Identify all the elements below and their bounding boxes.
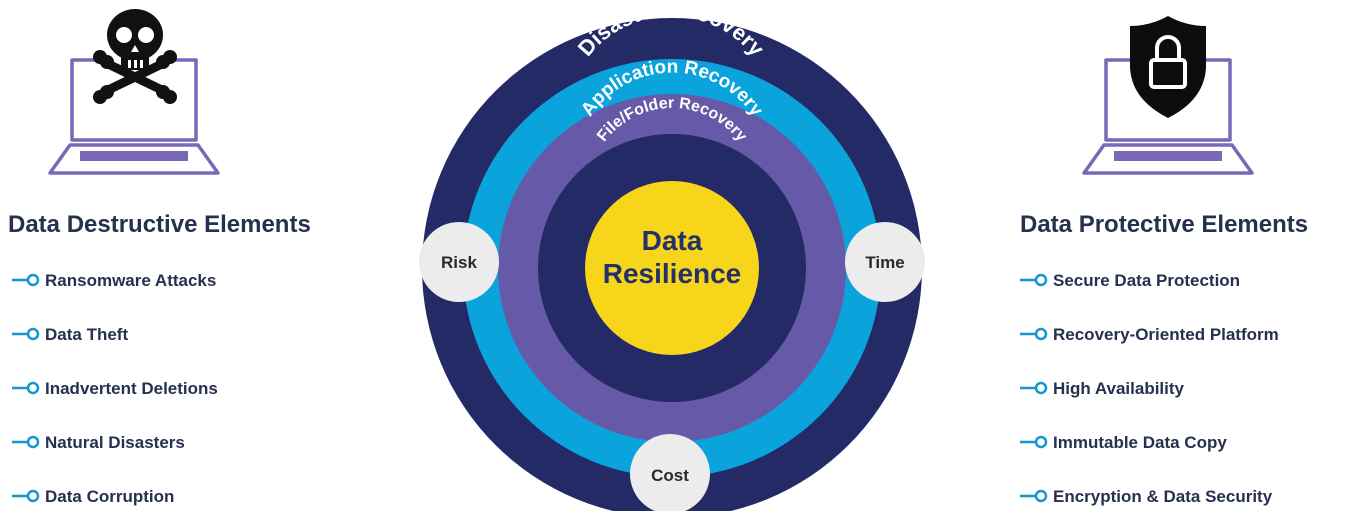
core-circle [585,181,759,355]
protective-item: Recovery-Oriented Platform [1020,325,1279,344]
protective-item: Immutable Data Copy [1020,433,1227,452]
protective-item-label: Encryption & Data Security [1053,487,1273,506]
skull-crossbones-icon [93,9,177,104]
protective-heading: Data Protective Elements [1020,211,1308,238]
destructive-item: Ransomware Attacks [12,271,216,290]
badge-cost: Cost [630,434,710,511]
destructive-item-label: Ransomware Attacks [45,271,216,290]
bullet-circle-icon [26,381,40,395]
core-label-line1: Data [642,225,703,256]
destructive-item: Data Corruption [12,487,174,506]
bullet-circle-icon [1034,273,1048,287]
badge-cost-label: Cost [651,466,689,485]
protective-item-label: High Availability [1053,379,1185,398]
bullet-circle-icon [1034,435,1048,449]
bullet-circle-icon [1034,489,1048,503]
protective-item: Secure Data Protection [1020,271,1240,290]
badge-time-label: Time [865,253,904,272]
destructive-item-label: Data Corruption [45,487,174,506]
protective-item: High Availability [1020,379,1185,398]
bullet-circle-icon [1034,381,1048,395]
badge-risk-label: Risk [441,253,477,272]
destructive-item-label: Data Theft [45,325,128,344]
destructive-item: Data Theft [12,325,128,344]
bullet-circle-icon [26,489,40,503]
protective-list: Secure Data ProtectionRecovery-Oriented … [1020,271,1279,506]
protective-item-label: Recovery-Oriented Platform [1053,325,1279,344]
bullet-circle-icon [1034,327,1048,341]
bullet-circle-icon [26,273,40,287]
resilience-rings [422,18,922,511]
destructive-heading: Data Destructive Elements [8,211,311,238]
laptop-destructive-icon [48,9,220,175]
badge-risk: Risk [419,222,499,302]
destructive-item: Inadvertent Deletions [12,379,218,398]
destructive-item-label: Natural Disasters [45,433,185,452]
destructive-item: Natural Disasters [12,433,185,452]
protective-item-label: Secure Data Protection [1053,271,1240,290]
destructive-item-label: Inadvertent Deletions [45,379,218,398]
badge-time: Time [845,222,925,302]
core-label-line2: Resilience [603,258,742,289]
bullet-circle-icon [26,435,40,449]
laptop-protective-icon [1082,16,1254,175]
bullet-circle-icon [26,327,40,341]
protective-item: Encryption & Data Security [1020,487,1273,506]
shield-lock-icon [1130,16,1206,118]
protective-item-label: Immutable Data Copy [1053,433,1227,452]
